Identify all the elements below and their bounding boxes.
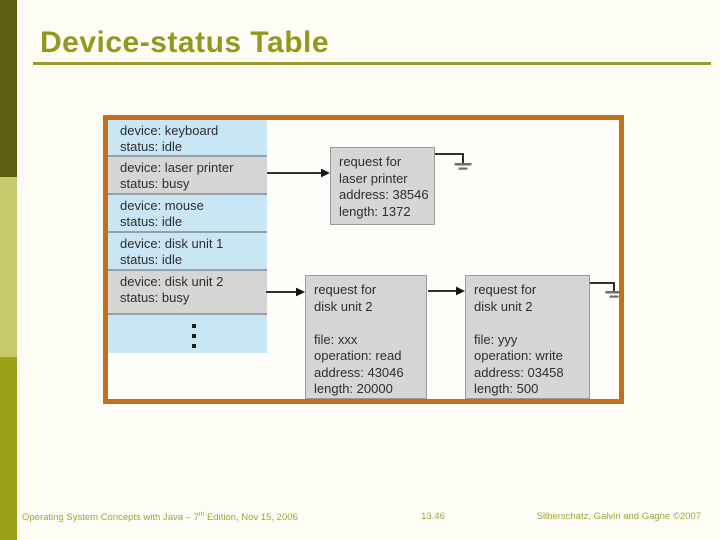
request-line: request for <box>339 154 402 169</box>
device-row-mouse: device: mouse status: idle <box>108 193 267 231</box>
request-line: address: 03458 <box>474 364 564 380</box>
request-line: operation: read <box>314 348 402 363</box>
device-label: device: mouse <box>120 198 204 213</box>
request-line <box>314 315 426 332</box>
status-label: status: busy <box>120 175 190 191</box>
arrow-disk-unit-2 <box>266 287 305 297</box>
diagram-frame: device: keyboard status: idle device: la… <box>103 115 624 404</box>
request-box-disk-unit-2-first: request for disk unit 2 file: xxx operat… <box>305 275 427 399</box>
status-label: status: busy <box>120 289 190 305</box>
footer-book-title-prefix: Operating System Concepts with Java – 7 <box>22 512 199 524</box>
request-line: laser printer <box>339 170 408 186</box>
request-line: length: 20000 <box>314 381 393 396</box>
device-status-table: device: keyboard status: idle device: la… <box>108 120 267 353</box>
title-underline <box>33 62 711 65</box>
footer-book-title: Operating System Concepts with Java – 7t… <box>22 511 298 523</box>
diagram-canvas: device: keyboard status: idle device: la… <box>108 120 619 399</box>
vertical-ellipsis-icon <box>191 324 196 348</box>
request-line: request for <box>314 282 377 297</box>
device-row-disk-unit-2: device: disk unit 2 status: busy <box>108 269 267 313</box>
slide-title: Device-status Table <box>40 26 330 59</box>
request-line: disk unit 2 <box>474 298 533 314</box>
device-label: device: disk unit 1 <box>120 236 224 251</box>
device-row-ellipsis <box>108 313 267 353</box>
request-line: length: 500 <box>474 381 539 396</box>
slide-number: 13.46 <box>421 511 445 522</box>
device-row-laser-printer: device: laser printer status: busy <box>108 155 267 193</box>
left-accent-bar <box>0 0 17 540</box>
footer-book-title-suffix: Edition, Nov 15, 2006 <box>204 512 298 524</box>
device-row-disk-unit-1: device: disk unit 1 status: idle <box>108 231 267 269</box>
request-box-disk-unit-2-second: request for disk unit 2 file: yyy operat… <box>465 275 590 399</box>
request-line: request for <box>474 282 537 297</box>
footer-authors: Silberschatz, Galvin and Gagne ©2007 <box>536 511 701 522</box>
request-line: address: 43046 <box>314 364 404 380</box>
device-label: device: keyboard <box>120 123 219 138</box>
request-box-laser-printer: request for laser printer address: 38546… <box>330 147 435 225</box>
arrow-disk2-to-next <box>428 286 465 296</box>
arrow-laser-printer <box>267 168 330 178</box>
request-line <box>474 315 589 332</box>
request-line: length: 1372 <box>339 203 411 219</box>
null-pointer-symbol-disk2 <box>590 282 619 298</box>
accent-bar-segment-dark <box>0 0 17 177</box>
request-line: file: xxx <box>314 331 358 347</box>
request-line: disk unit 2 <box>314 298 373 314</box>
request-line: file: yyy <box>474 331 518 347</box>
device-label: device: laser printer <box>120 160 234 175</box>
status-label: status: idle <box>120 213 183 229</box>
status-label: status: idle <box>120 251 183 267</box>
device-row-keyboard: device: keyboard status: idle <box>108 120 267 155</box>
accent-bar-segment-mid <box>0 357 17 540</box>
accent-bar-segment-light <box>0 177 17 357</box>
request-line: address: 38546 <box>339 187 429 202</box>
request-line: operation: write <box>474 348 563 363</box>
footer-superscript: th <box>198 511 205 518</box>
null-pointer-symbol-laser <box>435 153 472 170</box>
device-label: device: disk unit 2 <box>120 274 224 289</box>
status-label: status: idle <box>120 138 183 154</box>
